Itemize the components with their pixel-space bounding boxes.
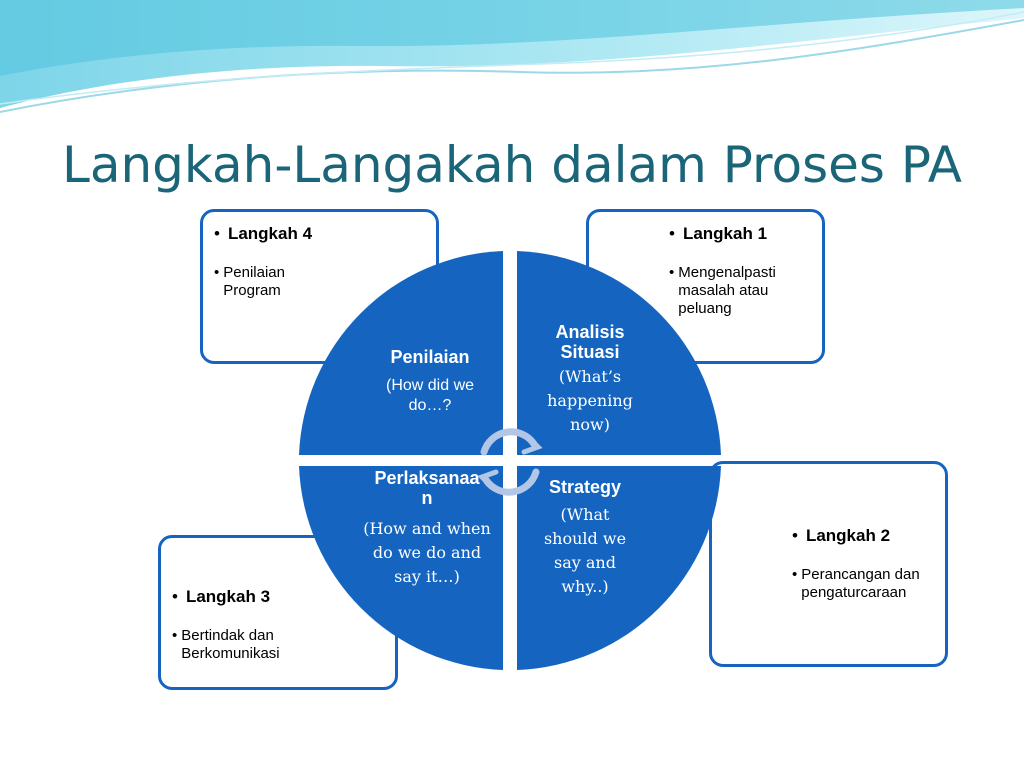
quadrant-strategy [517,466,721,670]
step-description: •Bertindak dan Berkomunikasi [172,627,280,662]
page-title: Langkah-Langakah dalam Proses PA [62,136,962,194]
quadrant-label-penilaian: Penilaian (How did we do…? [385,347,475,414]
step-description: •Penilaian Program [214,264,285,299]
step-heading: •Langkah 4 [214,224,313,243]
quadrant-perlaksanaan [299,466,503,670]
quadrant-label-analisis-situasi: Analisis Situasi (What’s happening now) [547,322,633,434]
quadrant-label-perlaksanaan: Perlaksanaan (How and when do we do and … [363,468,491,586]
step-heading: •Langkah 2 [792,526,891,545]
quadrant-analisis-situasi [517,251,721,455]
step-box-langkah-2: •Langkah 2 •Perancangan dan pengaturcara… [709,461,948,667]
header-wave-decoration [0,0,1024,113]
circular-arrows-icon [477,428,543,496]
quadrant-label-strategy: Strategy (What should we say and why..) [543,477,627,596]
step-description: •Perancangan dan pengaturcaraan [792,566,920,601]
step-heading: •Langkah 3 [172,587,271,606]
quadrant-penilaian [299,251,503,455]
step-description: •Mengenalpasti masalah atau peluang [669,264,776,317]
step-heading: •Langkah 1 [669,224,768,243]
